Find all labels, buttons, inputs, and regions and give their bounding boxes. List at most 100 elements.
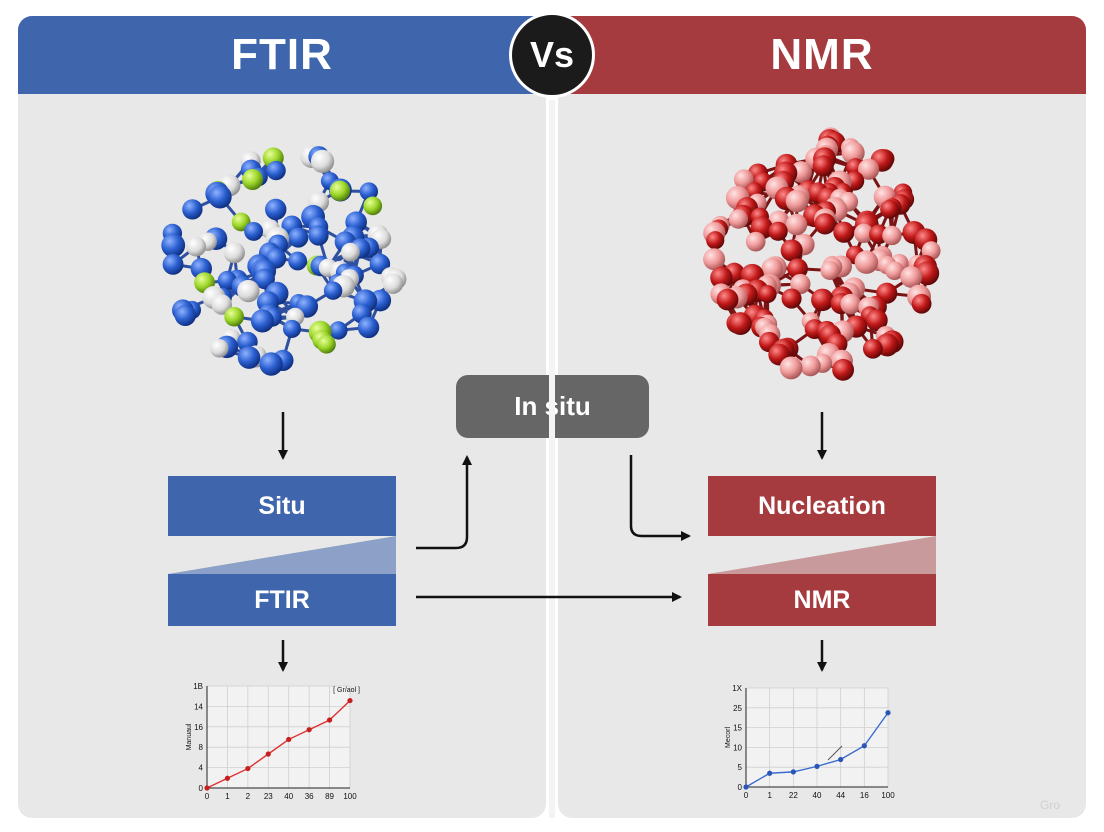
molecule-atom: [174, 304, 196, 327]
x-tick-label: 44: [836, 791, 845, 800]
molecule-atom: [182, 199, 203, 220]
x-tick-label: 2: [246, 792, 251, 801]
arrow-in-situ-to-nucleation: [629, 455, 691, 541]
x-tick-label: 16: [860, 791, 869, 800]
x-tick-label: 0: [205, 792, 210, 801]
molecule-atom: [363, 196, 383, 216]
y-tick-label: 0: [199, 784, 204, 793]
molecule-atom: [728, 209, 749, 229]
molecule-atom: [758, 285, 777, 304]
molecule-atom: [244, 221, 264, 241]
molecule-atom: [341, 242, 360, 262]
data-point: [767, 770, 773, 776]
data-point: [286, 736, 292, 743]
data-point: [204, 785, 210, 791]
y-tick-label: 25: [733, 704, 742, 713]
molecule-atom: [329, 321, 348, 340]
molecule-atom: [729, 312, 752, 335]
molecule-atom: [854, 223, 874, 243]
molecule-atom: [162, 253, 184, 275]
molecule-atom: [382, 273, 404, 294]
molecule-atom: [250, 309, 274, 333]
molecule-atom: [779, 356, 803, 380]
ftir-header: FTIR: [18, 16, 546, 94]
data-point: [790, 769, 796, 775]
molecule-atom: [710, 266, 733, 289]
molecule-atom: [282, 319, 302, 338]
molecule-atom: [317, 334, 336, 354]
molecule-atom: [840, 293, 861, 315]
molecule-atom: [858, 158, 880, 180]
y-tick-label: 4: [199, 764, 204, 773]
data-point: [224, 775, 231, 781]
molecule-atom: [787, 258, 808, 280]
chart-annotation-mark: [827, 745, 843, 761]
molecule-atom: [768, 221, 788, 241]
molecule-atom: [308, 225, 329, 246]
x-tick-label: 100: [881, 791, 895, 800]
molecule-atom: [288, 251, 308, 271]
molecule-atom: [288, 227, 309, 248]
x-tick-label: 0: [744, 791, 749, 800]
nmr-wedge: [708, 536, 936, 574]
molecule-atom: [329, 180, 351, 202]
y-tick-label: 14: [194, 702, 203, 711]
ftir-box: FTIR: [168, 574, 396, 626]
ftir-molecule-image: [161, 145, 407, 376]
data-point: [838, 756, 844, 763]
molecule-atom: [841, 141, 865, 165]
molecule-atom: [785, 213, 808, 236]
y-axis-label: Mecorl: [725, 727, 732, 748]
y-tick-label: 5: [738, 763, 743, 772]
molecule-atom: [310, 149, 335, 174]
x-tick-label: 89: [325, 792, 334, 801]
y-tick-label: 8: [199, 743, 204, 752]
x-tick-label: 22: [789, 791, 798, 800]
arrow-situ-to-in-situ: [416, 455, 472, 550]
molecule-atom: [780, 239, 803, 262]
molecule-atom: [186, 236, 207, 257]
molecule-atom: [820, 260, 840, 280]
ftir-wedge: [168, 536, 396, 574]
molecule-atom: [761, 257, 784, 280]
molecule-atom: [745, 231, 766, 252]
molecule-atom: [259, 352, 283, 376]
molecule-atom: [800, 355, 821, 377]
molecule-atom: [911, 293, 932, 314]
molecule-atom: [254, 268, 275, 290]
data-point: [743, 784, 749, 790]
data-point: [885, 710, 891, 716]
molecule-atom: [224, 306, 244, 327]
molecule-atom: [865, 309, 888, 332]
y-tick-label: 16: [194, 723, 203, 732]
y-tick-label: 15: [733, 724, 742, 733]
molecule-atom: [265, 198, 287, 221]
x-tick-label: 36: [305, 792, 314, 801]
chart-legend: [ Gr/aol ]: [333, 687, 360, 694]
molecule-atom: [814, 213, 836, 235]
molecule-atom: [811, 288, 834, 312]
molecule-atom: [812, 155, 834, 177]
molecule-atom: [357, 316, 380, 339]
molecule-atom: [706, 231, 725, 250]
nmr-molecule-image: [703, 127, 941, 381]
nmr-box: NMR: [708, 574, 936, 626]
molecule-atom: [210, 339, 229, 358]
chart-plot-area: [207, 686, 350, 788]
data-point: [861, 743, 867, 749]
molecule-atom: [323, 281, 343, 300]
molecule-atom: [880, 199, 899, 219]
molecule-atom: [223, 242, 245, 264]
molecule-atom: [716, 288, 739, 311]
molecule-atom: [359, 182, 379, 201]
y-tick-label: 1B: [193, 682, 203, 691]
x-tick-label: 40: [284, 792, 293, 801]
data-point: [245, 765, 251, 772]
molecule-atom: [885, 261, 904, 281]
x-tick-label: 100: [343, 792, 357, 801]
molecule-atom: [785, 189, 809, 213]
x-tick-label: 23: [264, 792, 273, 801]
molecule-atom: [832, 358, 855, 381]
molecule-atom: [900, 266, 923, 288]
